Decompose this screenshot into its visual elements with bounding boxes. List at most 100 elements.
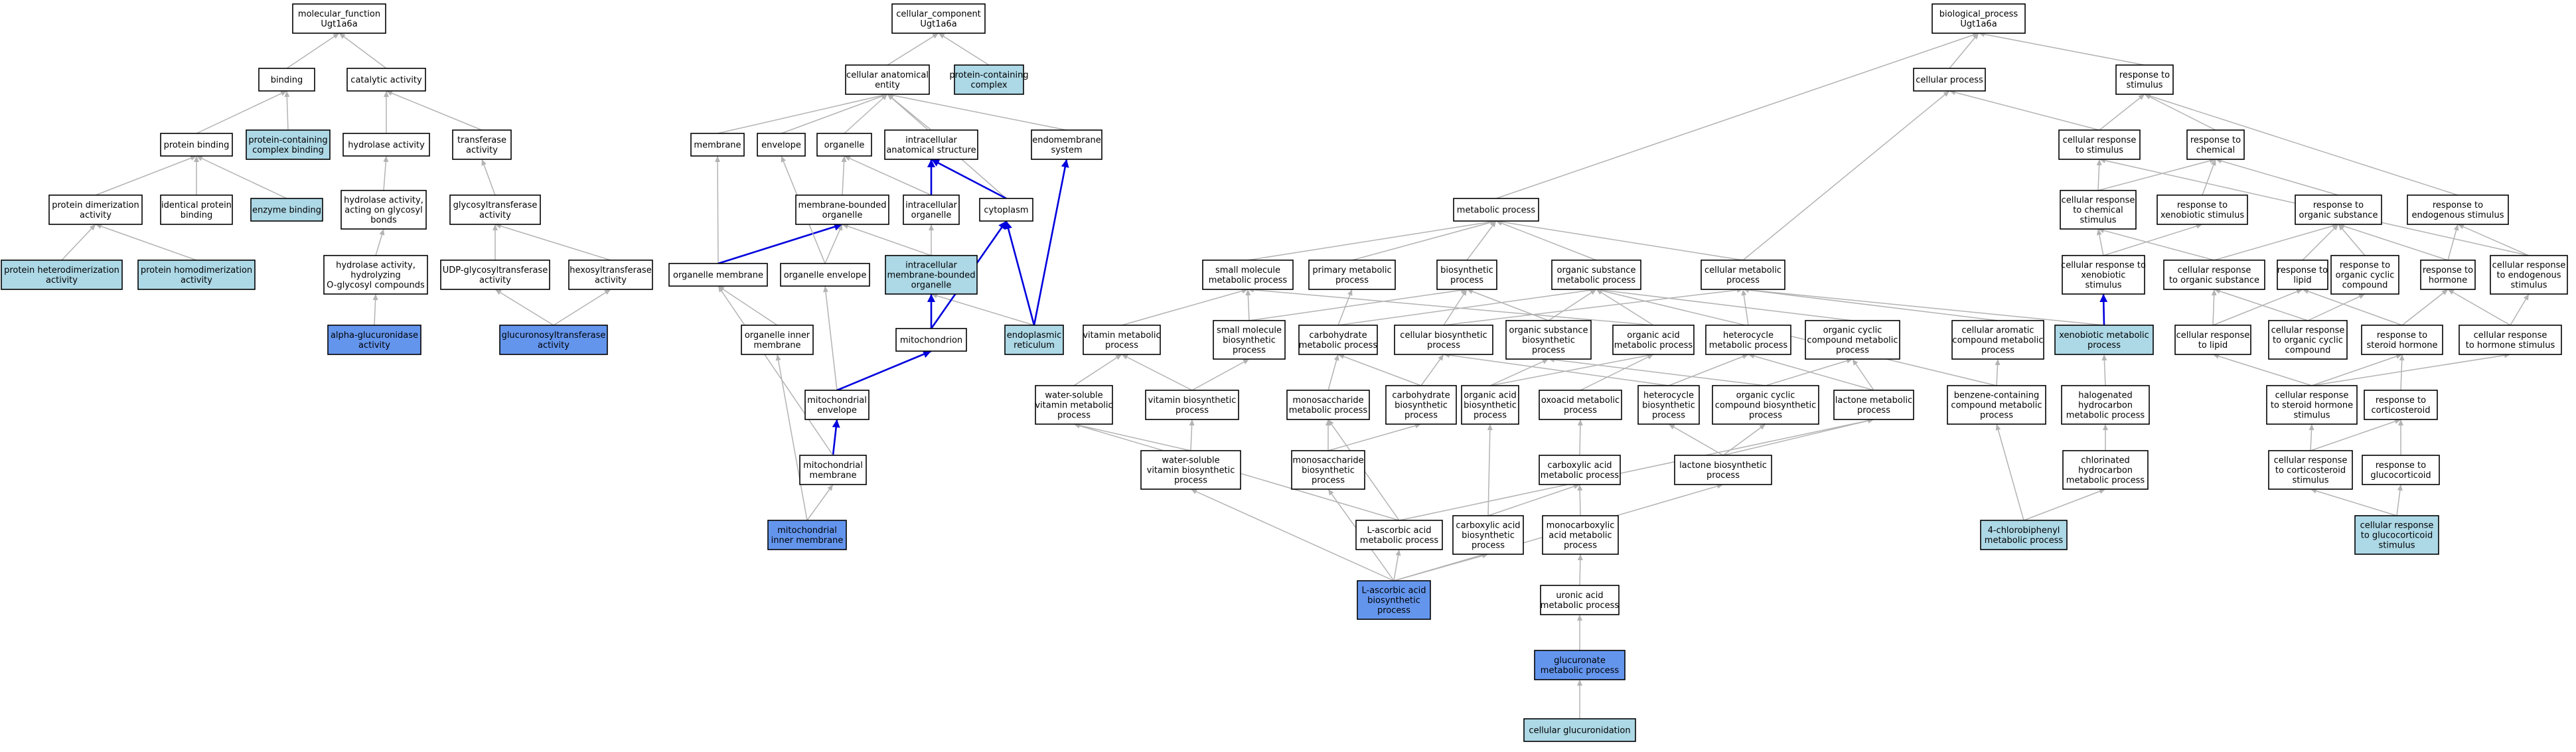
node-catalytic[interactable]: catalytic activity: [346, 68, 426, 92]
node-enzbind[interactable]: enzyme binding: [250, 198, 323, 222]
node-membrane[interactable]: membrane: [690, 133, 745, 157]
node-mito[interactable]: mitochondrion: [895, 328, 967, 352]
node-metab[interactable]: metabolic process: [1453, 198, 1539, 222]
node-protbind[interactable]: protein binding: [160, 133, 233, 157]
node-binding[interactable]: binding: [258, 68, 315, 92]
node-hydrolase[interactable]: hydrolase activity: [342, 133, 430, 157]
node-hydgly[interactable]: hydrolase activity,acting on glycosylbon…: [341, 190, 427, 230]
node-orgenv[interactable]: organelle envelope: [780, 263, 870, 287]
node-organelle[interactable]: organelle: [816, 133, 872, 157]
node-envelope[interactable]: envelope: [757, 133, 806, 157]
node-hydO[interactable]: hydrolase activity,hydrolyzingO-glycosyl…: [323, 255, 428, 295]
node-cytoplasm[interactable]: cytoplasm: [979, 198, 1033, 222]
node-orgmem[interactable]: organelle membrane: [668, 263, 768, 287]
node-cglucur[interactable]: cellular glucuronidation: [1523, 718, 1636, 742]
